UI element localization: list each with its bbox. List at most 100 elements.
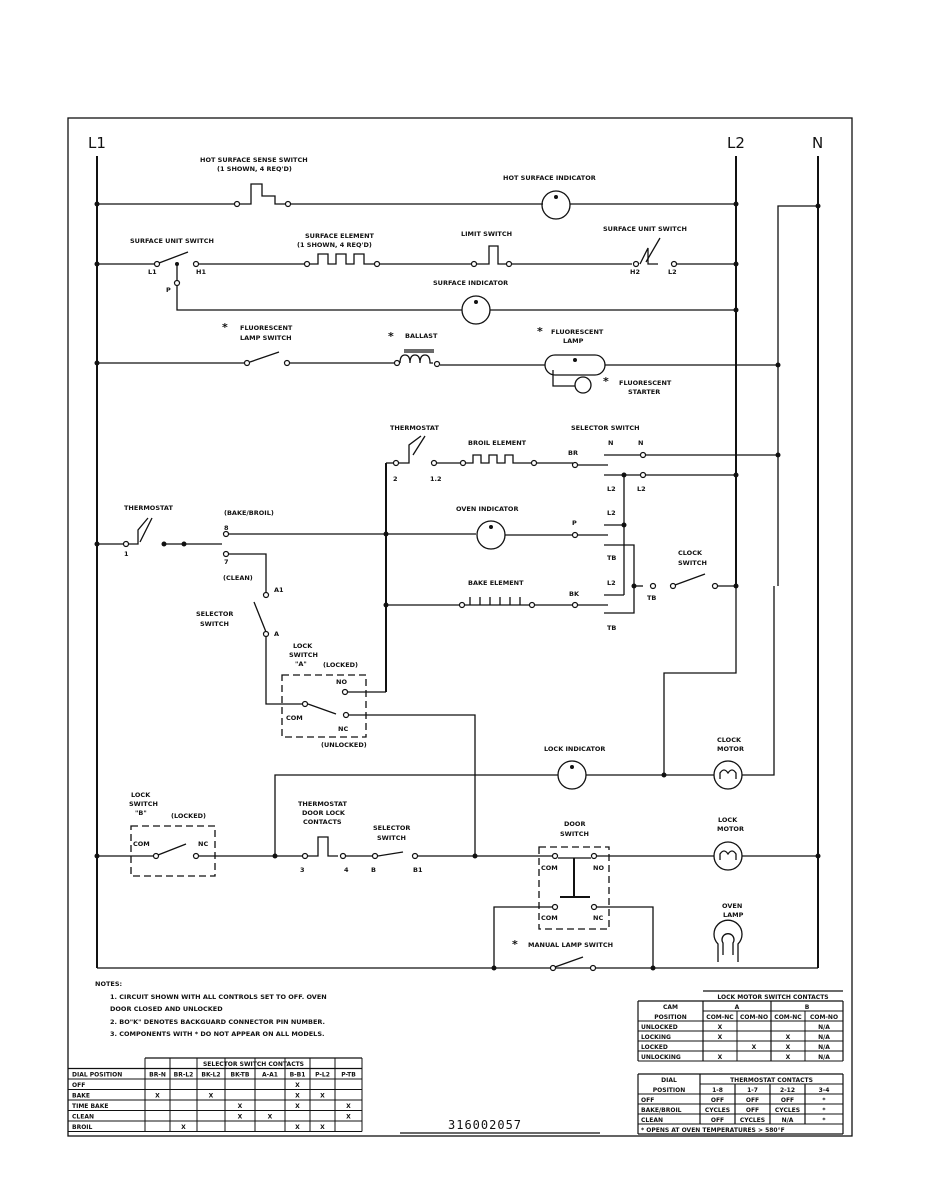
svg-text:P: P bbox=[572, 519, 577, 527]
thermostat-table-cell: OFF bbox=[746, 1107, 759, 1114]
selector-table-cell: X bbox=[295, 1103, 300, 1110]
lock-motor-table-cam-header: POSITION bbox=[654, 1014, 687, 1021]
thermostat-table-cell: N/A bbox=[782, 1117, 794, 1124]
fluorescent-lamp-label: FLUORESCENT bbox=[551, 328, 604, 336]
lock-motor-table-cell: X bbox=[718, 1054, 723, 1061]
svg-text:(UNLOCKED): (UNLOCKED) bbox=[321, 741, 367, 749]
thermostat-table-cell: OFF bbox=[711, 1117, 724, 1124]
selector-table-cell: X bbox=[155, 1093, 160, 1100]
svg-text:COM: COM bbox=[541, 914, 558, 922]
selector-table-row-label: BROIL bbox=[72, 1124, 93, 1131]
svg-text:COM: COM bbox=[286, 714, 303, 722]
selector-table-cell: X bbox=[238, 1114, 243, 1121]
oven-circuit: THERMOSTAT 1 (BAKE/BROIL) 8 7 (CLEAN) A1… bbox=[94, 424, 781, 856]
svg-text:TB: TB bbox=[607, 554, 616, 562]
bake-broil-label: (BAKE/BROIL) bbox=[224, 509, 274, 517]
thermostat-table-cell: CYCLES bbox=[705, 1107, 730, 1114]
selector-table-cell: X bbox=[320, 1124, 325, 1131]
diagram-border bbox=[67, 117, 853, 1137]
selector-table-header: A-A1 bbox=[262, 1072, 278, 1079]
svg-text:LAMP: LAMP bbox=[723, 911, 744, 919]
svg-text:A1: A1 bbox=[274, 586, 284, 594]
thermostat-upper-label: THERMOSTAT bbox=[390, 424, 439, 432]
surface-indicator-label: SURFACE INDICATOR bbox=[433, 279, 508, 287]
lock-switch-b-label: LOCK bbox=[131, 791, 151, 799]
oven-indicator-label: OVEN INDICATOR bbox=[456, 505, 518, 513]
clock-motor-label: CLOCK bbox=[717, 736, 742, 744]
surface-element-icon bbox=[310, 253, 375, 265]
thermostat-table-cell: * bbox=[822, 1097, 826, 1104]
thermostat-table-cell: OFF bbox=[781, 1097, 794, 1104]
selector-table-cell: X bbox=[295, 1093, 300, 1100]
lock-motor-table-group: A bbox=[735, 1004, 740, 1011]
svg-text:L2: L2 bbox=[607, 579, 616, 587]
lock-motor-table-header: COM-NC bbox=[774, 1014, 802, 1021]
svg-text:2. BO"K" DENOTES BACKGUARD CON: 2. BO"K" DENOTES BACKGUARD CONNECTOR PIN… bbox=[110, 1018, 325, 1026]
selector-table-cell: X bbox=[295, 1124, 300, 1131]
svg-text:*: * bbox=[512, 938, 518, 951]
door-switch-label: DOOR bbox=[564, 820, 585, 828]
svg-text:(1 SHOWN, 4 REQ'D): (1 SHOWN, 4 REQ'D) bbox=[217, 165, 292, 173]
thermostat-table-cell: OFF bbox=[711, 1097, 724, 1104]
thermostat-table-row-label: BAKE/BROIL bbox=[641, 1107, 682, 1114]
svg-text:(LOCKED): (LOCKED) bbox=[323, 661, 358, 669]
surface-unit-switch-right-label: SURFACE UNIT SWITCH bbox=[603, 225, 687, 233]
fluorescent-starter-label: FLUORESCENT bbox=[619, 379, 672, 387]
lock-motor-table-row-label: UNLOCKING bbox=[641, 1054, 681, 1061]
lock-motor-table-header: COM-NC bbox=[706, 1014, 734, 1021]
bus-label-l1: L1 bbox=[88, 134, 106, 152]
broil-element-icon bbox=[466, 454, 532, 464]
bake-element-label: BAKE ELEMENT bbox=[468, 579, 524, 587]
lock-motor-table-cell: X bbox=[786, 1044, 791, 1051]
thermostat-table-footnote: * OPENS AT OVEN TEMPERATURES > 580°F bbox=[641, 1127, 785, 1134]
notes: NOTES: 1. CIRCUIT SHOWN WITH ALL CONTROL… bbox=[95, 980, 327, 1038]
thermostat-table-cell: OFF bbox=[746, 1097, 759, 1104]
svg-text:2: 2 bbox=[393, 475, 398, 483]
svg-text:L2: L2 bbox=[637, 485, 646, 493]
svg-text:4: 4 bbox=[344, 866, 349, 874]
notes-title: NOTES: bbox=[95, 980, 122, 988]
svg-text:1: 1 bbox=[124, 550, 129, 558]
ballast-label: BALLAST bbox=[405, 332, 438, 340]
svg-text:LAMP: LAMP bbox=[563, 337, 584, 345]
door-switch-box bbox=[538, 846, 610, 930]
selector-table-row-label: TIME BAKE bbox=[72, 1103, 108, 1110]
thermostat-table-cell: * bbox=[822, 1117, 826, 1124]
thermostat-table-row-label: CLEAN bbox=[641, 1117, 663, 1124]
svg-text:8: 8 bbox=[224, 524, 229, 532]
row-hot-surface: HOT SURFACE SENSE SWITCH (1 SHOWN, 4 REQ… bbox=[94, 156, 821, 586]
thermostat-table-header: 3-4 bbox=[819, 1087, 830, 1094]
selector-table-cell: X bbox=[209, 1093, 214, 1100]
svg-text:TB: TB bbox=[607, 624, 616, 632]
svg-text:7: 7 bbox=[224, 558, 229, 566]
selector-switch-left-label: SELECTOR bbox=[196, 610, 233, 618]
svg-text:BR: BR bbox=[568, 449, 578, 457]
lock-motor-table-cam-header: CAM bbox=[663, 1004, 678, 1011]
svg-text:SWITCH: SWITCH bbox=[560, 830, 589, 838]
lock-motor-table-cell: N/A bbox=[818, 1024, 830, 1031]
selector-table-row-label: OFF bbox=[72, 1082, 85, 1089]
lock-motor-table-group: B bbox=[805, 1004, 810, 1011]
svg-text:SWITCH: SWITCH bbox=[377, 834, 406, 842]
row-lock-indicator: LOCK INDICATOR CLOCK MOTOR bbox=[475, 586, 775, 790]
lock-motor-table-cell: N/A bbox=[818, 1044, 830, 1051]
svg-text:1.2: 1.2 bbox=[430, 475, 442, 483]
thermostat-table-dial-header: POSITION bbox=[653, 1087, 686, 1094]
svg-text:COM: COM bbox=[133, 840, 150, 848]
lock-motor-table-cell: N/A bbox=[818, 1034, 830, 1041]
surface-unit-switch-left-label: SURFACE UNIT SWITCH bbox=[130, 237, 214, 245]
thermostat-table-header: 1-7 bbox=[747, 1087, 758, 1094]
svg-text:L2: L2 bbox=[607, 509, 616, 517]
svg-text:*: * bbox=[603, 375, 609, 388]
surface-element-label: SURFACE ELEMENT bbox=[305, 232, 375, 240]
lock-switch-b-box bbox=[130, 825, 216, 877]
selector-switch-upper-label: SELECTOR SWITCH bbox=[571, 424, 640, 432]
svg-text:*: * bbox=[537, 325, 543, 338]
svg-text:NC: NC bbox=[338, 725, 348, 733]
svg-text:*: * bbox=[388, 330, 394, 343]
selector-table-cell: X bbox=[346, 1103, 351, 1110]
lock-motor-label: LOCK bbox=[718, 816, 738, 824]
thermostat-table-cell: CYCLES bbox=[775, 1107, 800, 1114]
selector-table-header: B-B1 bbox=[290, 1072, 306, 1079]
svg-text:3: 3 bbox=[300, 866, 305, 874]
